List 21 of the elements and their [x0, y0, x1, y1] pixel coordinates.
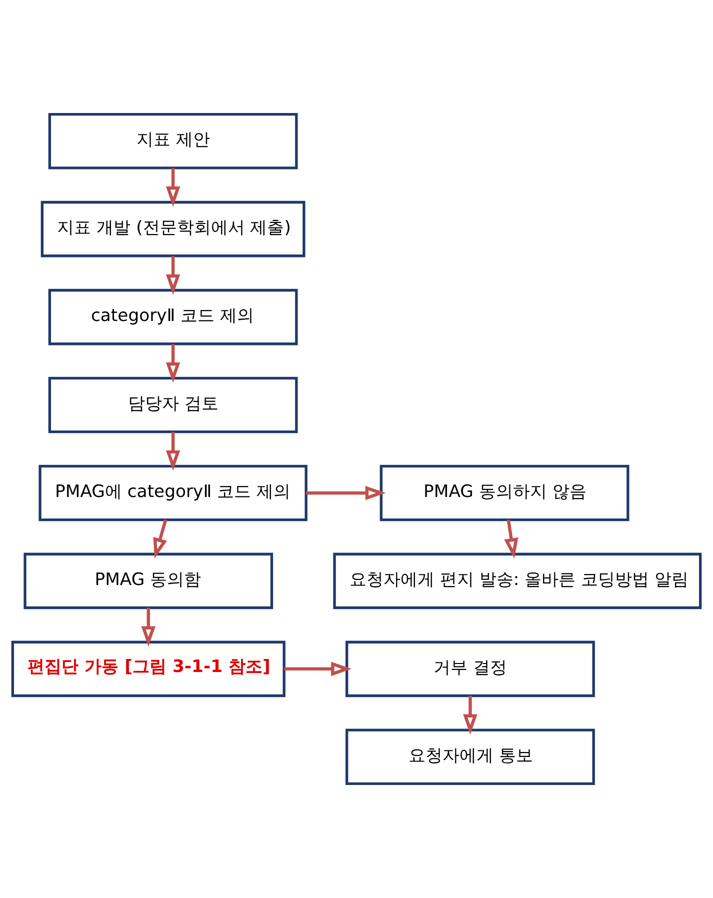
- arrow: [166, 344, 180, 383]
- node-box: 지표 개발 (전문학회에서 제출): [40, 200, 306, 258]
- node-box: 담당자 검토: [48, 376, 298, 434]
- node-box: 지표 제안: [48, 112, 298, 170]
- node-box: PMAG 동의함: [24, 552, 274, 610]
- arrow: [463, 696, 478, 735]
- node-box: 거부 결정: [346, 640, 595, 698]
- node-box: categoryⅡ 코드 제의: [48, 288, 298, 346]
- node-box: 요청자에게 편지 발송: 올바른 코딩방법 알림: [333, 552, 702, 610]
- arrow: [504, 520, 518, 559]
- node-box: PMAG에 categoryⅡ 코드 제의: [38, 464, 308, 522]
- node-box: 요청자에게 통보: [346, 728, 595, 786]
- node-box: PMAG 동의하지 않음: [380, 464, 630, 522]
- arrow: [166, 168, 180, 207]
- node-box: 편집단 가동 [그림 3-1-1 참조]: [11, 640, 286, 698]
- arrow: [306, 486, 386, 500]
- arrow: [284, 662, 352, 676]
- arrow: [153, 519, 168, 559]
- arrow: [141, 608, 156, 647]
- arrow: [166, 256, 180, 295]
- arrow: [166, 432, 180, 471]
